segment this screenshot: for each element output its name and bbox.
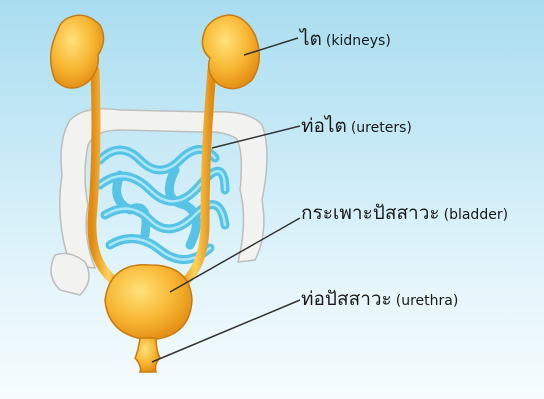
kidneys [51,15,260,89]
label-urethra-english: (urethra) [396,293,459,309]
label-kidneys: ไต(kidneys) [300,30,391,49]
label-bladder: กระเพาะปัสสาวะ(bladder) [301,204,508,223]
label-ureters-thai: ท่อไต [301,115,347,137]
label-urethra: ท่อปัสสาวะ(urethra) [301,290,458,309]
label-urethra-thai: ท่อปัสสาวะ [301,288,392,310]
label-bladder-english: (bladder) [444,207,508,223]
label-kidneys-thai: ไต [300,28,322,50]
bladder [105,265,192,372]
label-ureters-english: (ureters) [351,120,412,136]
label-kidneys-english: (kidneys) [326,33,391,49]
urethra-shape [135,338,160,372]
label-ureters: ท่อไต(ureters) [301,117,412,136]
label-bladder-thai: กระเพาะปัสสาวะ [301,202,440,224]
